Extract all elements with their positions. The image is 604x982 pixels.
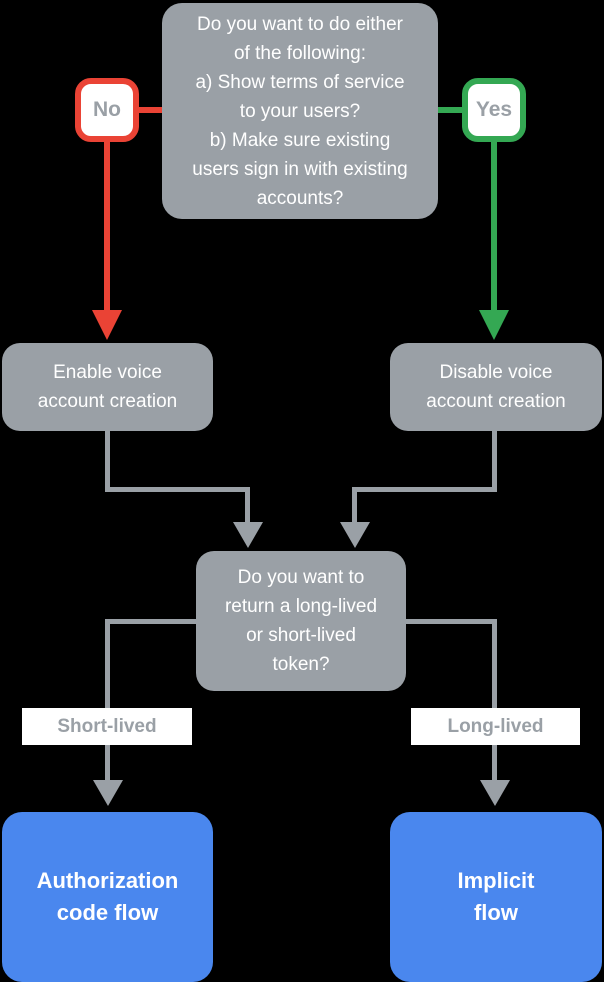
connector-longlived-down xyxy=(492,619,497,782)
connector-shortlived-across xyxy=(105,619,196,624)
long-lived-label: Long-lived xyxy=(411,708,580,745)
question-node-terms-of-service: Do you want to do either of the followin… xyxy=(162,3,438,219)
connector-enable-down xyxy=(105,431,110,492)
connector-no-horizontal xyxy=(139,107,162,113)
arrow-down-icon-no xyxy=(92,310,122,340)
authorization-code-flow-node: Authorization code flow xyxy=(2,812,213,982)
connector-no-vertical xyxy=(104,142,110,312)
connector-yes-vertical xyxy=(491,142,497,312)
connector-disable-into-question xyxy=(352,487,357,524)
connector-yes-horizontal xyxy=(438,107,462,113)
connector-longlived-across xyxy=(406,619,497,624)
enable-voice-account-creation-node: Enable voice account creation xyxy=(2,343,213,431)
connector-shortlived-down xyxy=(105,619,110,782)
connector-enable-across xyxy=(105,487,250,492)
connector-disable-across xyxy=(352,487,497,492)
disable-voice-account-creation-node: Disable voice account creation xyxy=(390,343,602,431)
arrow-down-icon-yes xyxy=(479,310,509,340)
implicit-flow-node: Implicit flow xyxy=(390,812,602,982)
no-badge: No xyxy=(75,78,139,142)
question-node-token-lifetime: Do you want to return a long-lived or sh… xyxy=(196,551,406,691)
connector-enable-into-question xyxy=(245,487,250,524)
arrow-down-icon-longlived xyxy=(480,780,510,806)
arrow-down-icon-from-disable xyxy=(340,522,370,548)
connector-disable-down xyxy=(492,431,497,492)
arrow-down-icon-shortlived xyxy=(93,780,123,806)
arrow-down-icon-from-enable xyxy=(233,522,263,548)
short-lived-label: Short-lived xyxy=(22,708,192,745)
yes-badge: Yes xyxy=(462,78,526,142)
